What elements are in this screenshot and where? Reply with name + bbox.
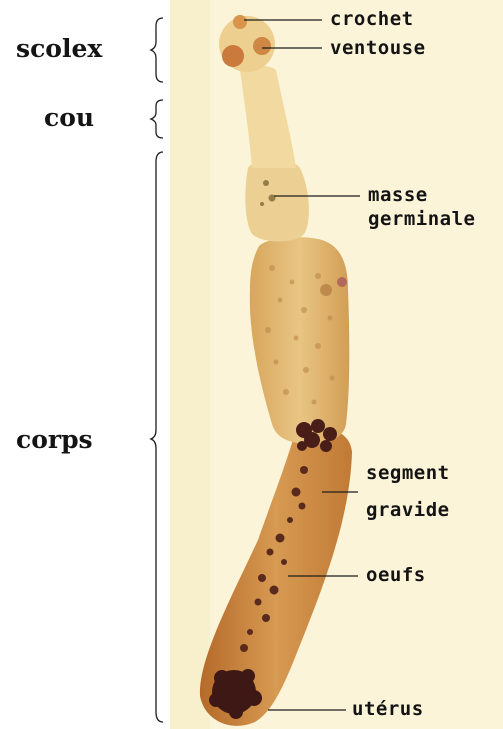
part-label-crochet: crochet — [330, 10, 414, 29]
brackets — [151, 18, 163, 722]
sucker-right — [253, 37, 271, 55]
germinal-segment — [245, 160, 309, 241]
section-label-corps: corps — [16, 427, 93, 452]
section-label-cou: cou — [44, 105, 94, 130]
part-label-segment: segment — [366, 464, 450, 483]
section-label-scolex: scolex — [16, 36, 102, 61]
part-label-uterus: utérus — [352, 700, 424, 719]
scolex-bracket — [151, 18, 163, 82]
part-label-germinale: germinale — [368, 210, 475, 229]
hook-crown — [233, 15, 247, 29]
part-label-oeufs: oeufs — [366, 566, 426, 585]
corps-bracket — [151, 152, 163, 722]
part-label-gravide: gravide — [366, 501, 450, 520]
part-label-masse: masse — [368, 186, 428, 205]
sucker-left — [222, 45, 244, 67]
part-label-ventouse: ventouse — [330, 39, 426, 58]
cou-bracket — [151, 100, 163, 138]
